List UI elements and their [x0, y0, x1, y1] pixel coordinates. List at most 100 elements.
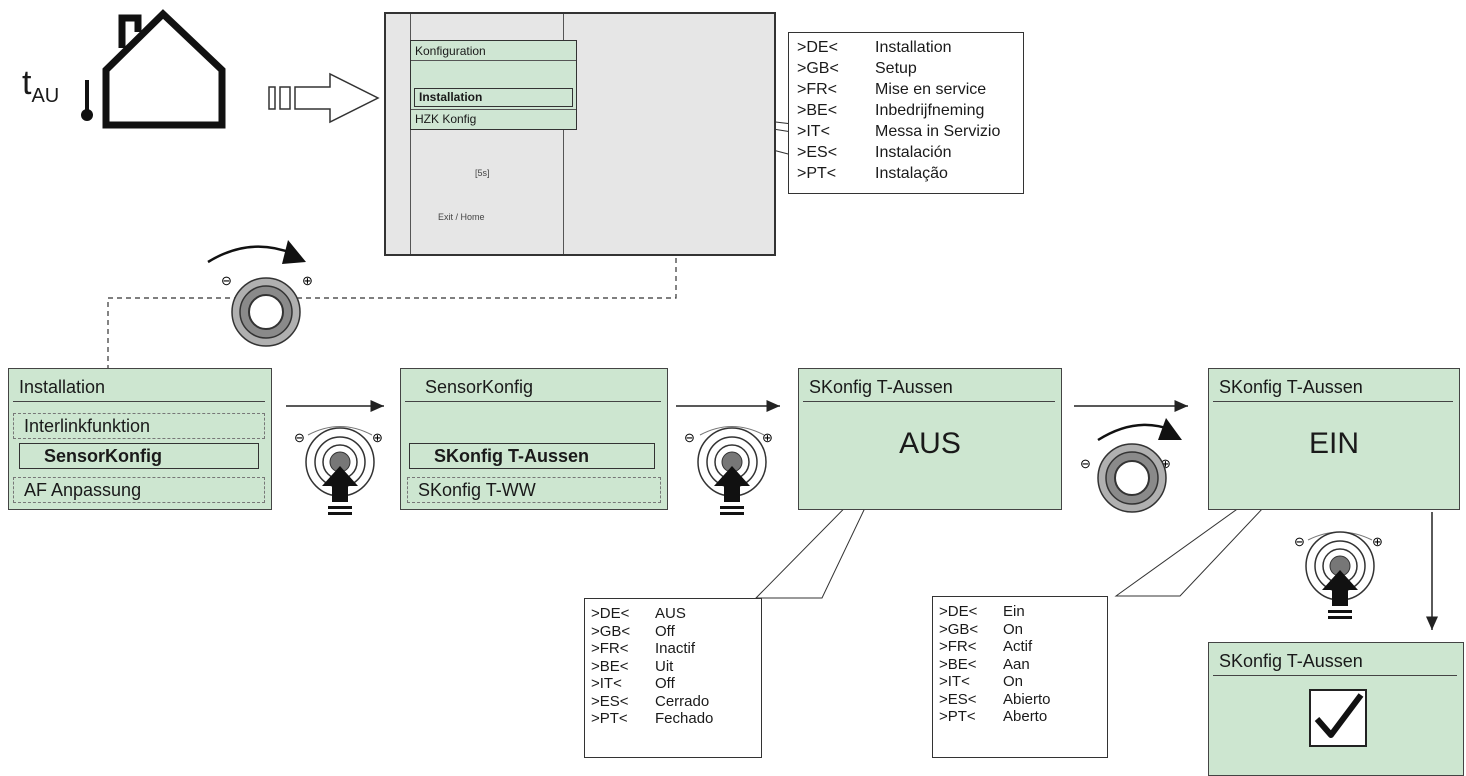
language-code: >DE< — [939, 603, 978, 620]
language-text: Uit — [655, 657, 674, 675]
lcd-divider — [411, 60, 576, 61]
checkmark-icon — [1309, 689, 1367, 747]
language-row: >FR<Mise en service — [797, 79, 1015, 100]
svg-text:⊕: ⊕ — [372, 430, 383, 445]
language-text: Off — [655, 622, 675, 640]
language-code: >FR< — [939, 638, 977, 655]
lcd-divider — [411, 109, 576, 110]
title-divider — [405, 401, 661, 402]
rotary-knob-2-icon: ⊖ ⊕ — [1080, 418, 1182, 513]
lcd-row-installation: Installation — [414, 88, 573, 107]
panel-lcd: Konfiguration Installation HZK Konfig — [410, 40, 577, 130]
screen-t-aussen-aus: SKonfig T-Aussen AUS — [798, 368, 1062, 510]
on-language-box: >DE< Ein >GB< On >FR< Actif >BE< Aan>IT<On>ES< A… — [932, 596, 1108, 758]
title-divider — [803, 401, 1055, 402]
language-row: >GB<Off — [591, 623, 755, 641]
language-row: >PT< Aberto — [939, 708, 1101, 726]
language-code: >IT< — [591, 675, 622, 692]
language-code: >DE< — [591, 605, 630, 622]
language-text: Installation — [875, 39, 952, 56]
language-code: >ES< — [591, 692, 629, 710]
language-text: Abierto — [1003, 690, 1051, 708]
language-code: >ES< — [797, 144, 838, 161]
language-text: Instalação — [875, 165, 948, 182]
value-ein: EIN — [1308, 427, 1359, 460]
language-text: AUS — [655, 605, 686, 622]
push-arrow-icon — [268, 72, 380, 124]
screen-title: SKonfig T-Aussen — [1219, 651, 1363, 671]
svg-text:⊖: ⊖ — [1080, 456, 1091, 471]
svg-text:⊕: ⊕ — [762, 430, 773, 445]
lcd-row-konfiguration: Konfiguration — [415, 44, 486, 58]
svg-text:⊖: ⊖ — [1294, 534, 1305, 549]
language-code: >DE< — [797, 39, 838, 56]
language-text: Inbedrijfneming — [875, 102, 985, 119]
language-text: Messa in Servizio — [875, 123, 1001, 140]
panel-divider — [410, 14, 564, 254]
language-text: Ein — [1003, 603, 1025, 620]
svg-text:⊕: ⊕ — [1372, 534, 1383, 549]
language-row: >BE< Aan — [939, 656, 1101, 674]
language-text: Instalación — [875, 144, 952, 161]
language-code: >BE< — [591, 657, 629, 675]
language-code: >GB< — [797, 60, 839, 77]
menu-item-skonfig-t-ww: SKonfig T-WW — [407, 477, 661, 503]
language-row: >ES< Cerrado — [591, 693, 755, 711]
screen-title: Installation — [19, 377, 106, 397]
language-code: >ES< — [939, 690, 977, 708]
language-text: Aan — [1003, 655, 1030, 673]
screen-t-aussen-confirm: SKonfig T-Aussen — [1208, 642, 1464, 776]
language-row: >BE< Uit — [591, 658, 755, 676]
svg-text:⊖: ⊖ — [221, 273, 232, 288]
svg-text:⊕: ⊕ — [1160, 456, 1171, 471]
language-text: Inactif — [655, 640, 696, 657]
screen-t-aussen-ein: SKonfig T-Aussen EIN — [1208, 368, 1460, 510]
title-divider — [1213, 401, 1453, 402]
language-text: Mise en service — [875, 81, 987, 98]
language-row: >DE< Installation — [797, 37, 1015, 58]
screen-sensorkonfig: SensorKonfig SKonfig T-Aussen SKonfig T-… — [400, 368, 668, 510]
language-code: >BE< — [797, 102, 838, 119]
house-icon — [102, 9, 226, 129]
push-knob-3-icon: ⊖ ⊕ — [1294, 531, 1383, 619]
language-row: >GB< On — [939, 621, 1101, 639]
language-text: Setup — [875, 60, 917, 77]
setup-language-box: >DE< Installation >GB< Setup >FR<Mise en ser… — [788, 32, 1024, 194]
title-divider — [1213, 675, 1457, 676]
language-code: >FR< — [591, 640, 629, 657]
screen-title: SKonfig T-Aussen — [809, 377, 953, 397]
menu-item-skonfig-t-aussen-selected: SKonfig T-Aussen — [409, 443, 655, 469]
language-text: Aberto — [1003, 708, 1048, 725]
hold-duration-label: [5s] — [475, 168, 490, 178]
language-row: >BE< Inbedrijfneming — [797, 100, 1015, 121]
push-knob-2-icon: ⊖ ⊕ — [684, 426, 773, 515]
title-divider — [13, 401, 265, 402]
thermometer-icon — [81, 80, 93, 121]
language-row: >FR< Inactif — [591, 640, 755, 658]
language-text: Cerrado — [655, 692, 710, 710]
menu-item-interlinkfunktion: Interlinkfunktion — [13, 413, 265, 439]
svg-text:⊖: ⊖ — [684, 430, 695, 445]
language-row: >IT<On — [939, 673, 1101, 691]
language-text: On — [1003, 620, 1024, 638]
language-code: >IT< — [797, 123, 830, 140]
language-row: >IT< Messa in Servizio — [797, 121, 1015, 142]
outdoor-temp-label: tAU — [22, 64, 60, 107]
language-row: >DE< AUS — [591, 605, 755, 623]
language-code: >PT< — [939, 708, 976, 725]
rotary-knob-1-icon: ⊖ ⊕ — [207, 240, 313, 347]
language-text: Fechado — [655, 710, 714, 727]
value-aus: AUS — [899, 427, 961, 460]
exit-home-label: Exit / Home — [438, 212, 485, 222]
language-text: Off — [655, 675, 675, 692]
language-row: >PT< Instalação — [797, 163, 1015, 184]
language-code: >IT< — [939, 673, 970, 690]
language-code: >PT< — [797, 165, 837, 182]
language-code: >BE< — [939, 655, 977, 673]
off-language-box: >DE<AUS>GB<Off>FR<Inactif>BE<Uit>IT<Off>… — [584, 598, 762, 758]
svg-text:⊕: ⊕ — [302, 273, 313, 288]
language-text: Actif — [1003, 638, 1033, 655]
screen-title: SensorKonfig — [425, 377, 534, 397]
language-code: >GB< — [939, 620, 979, 638]
language-row: >IT< Off — [591, 675, 755, 693]
